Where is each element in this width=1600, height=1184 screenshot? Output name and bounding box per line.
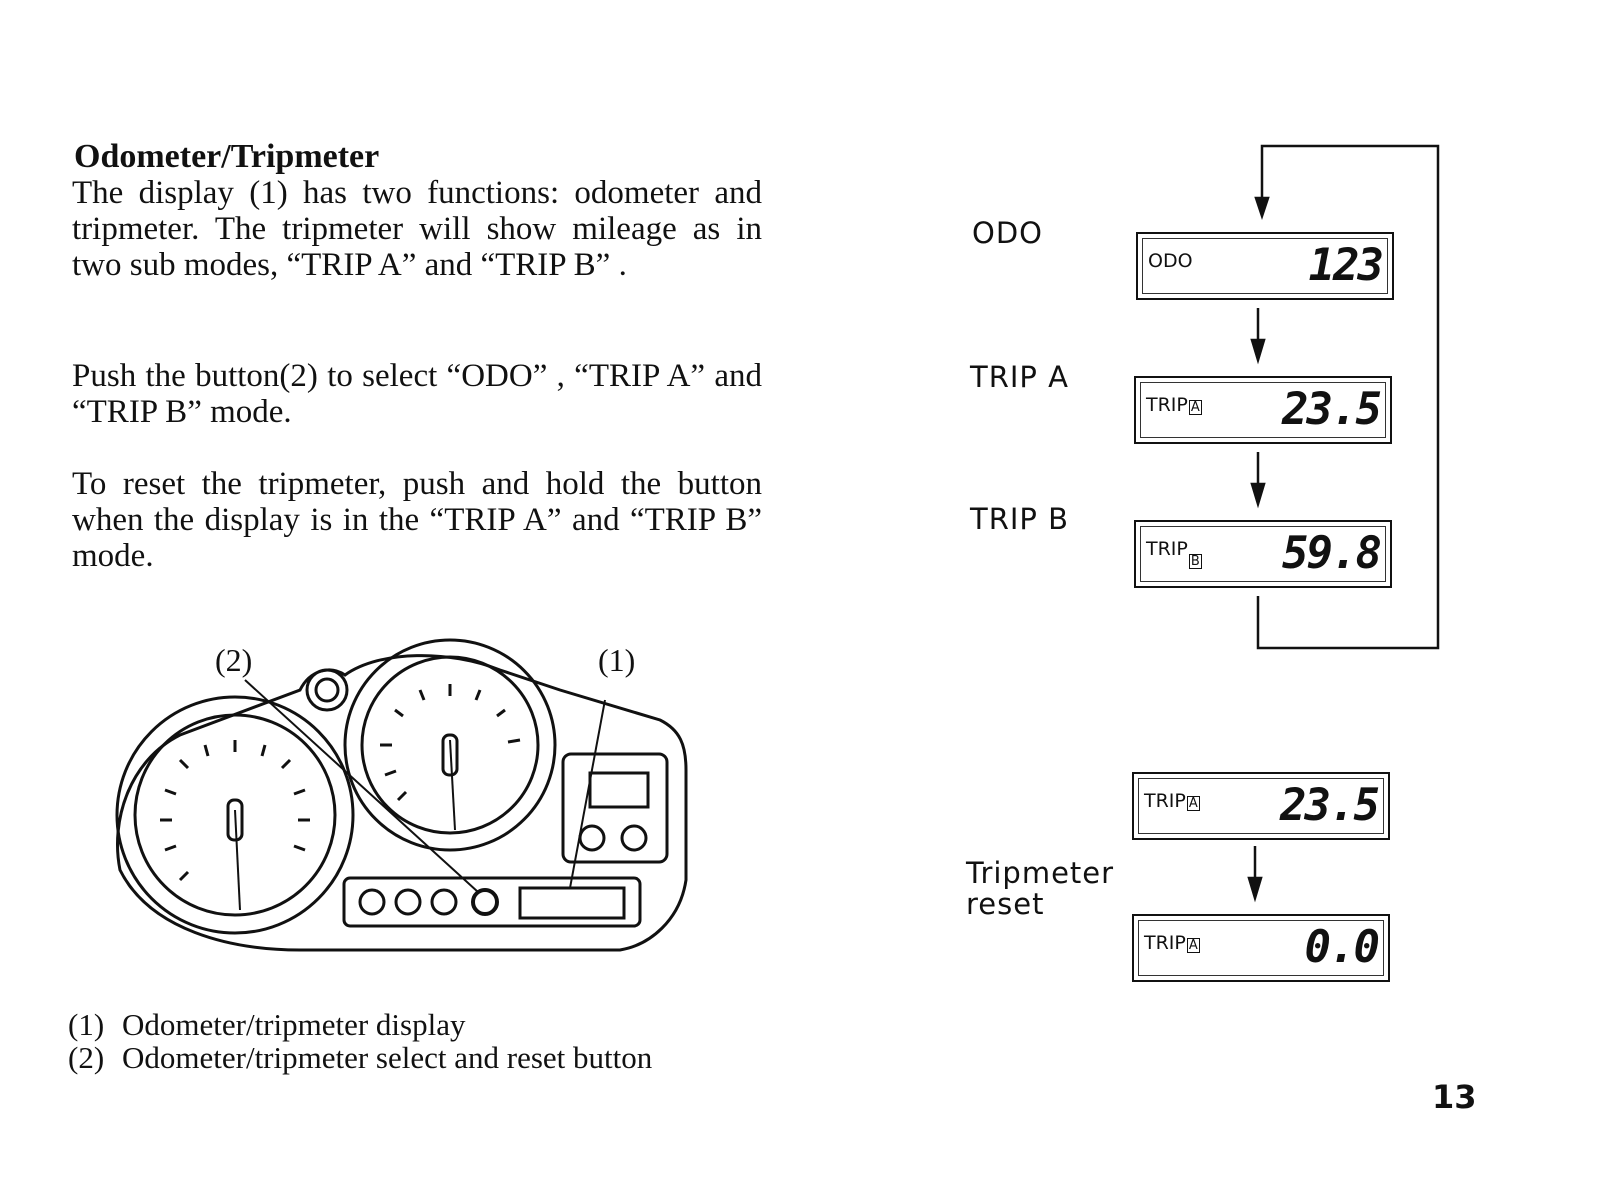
callout-2: (2)	[215, 642, 253, 678]
lcd-odo-value: 123	[1308, 240, 1384, 291]
lcd-odo: ODO 123	[1136, 232, 1394, 300]
lcd-reset-before-value: 23.5	[1280, 780, 1380, 831]
caption-2: (2) Odometer/tripmeter select and reset b…	[68, 1041, 652, 1074]
page-number: 13	[1432, 1078, 1477, 1116]
lcd-trip-b-value: 59.8	[1282, 528, 1382, 579]
lcd-trip-b-mode: TRIPB	[1146, 538, 1202, 569]
lcd-odo-mode: ODO	[1148, 250, 1193, 272]
lcd-trip-a-value: 23.5	[1282, 384, 1382, 435]
callout-leaders	[244, 679, 606, 893]
lcd-trip-b: TRIPB 59.8	[1134, 520, 1392, 588]
section-heading: Odometer/Tripmeter	[74, 138, 380, 175]
caption-2-number: (2)	[68, 1040, 105, 1075]
label-trip-a: TRIP A	[970, 360, 1069, 394]
instrument-cluster-illustration	[115, 638, 688, 952]
paragraph-select: Push the button(2) to select “ODO” , “TR…	[72, 358, 762, 430]
mode-cycle-flow	[1247, 144, 1440, 903]
caption-1-text: Odometer/tripmeter display	[122, 1007, 466, 1042]
lcd-reset-after-value: 0.0	[1304, 922, 1380, 973]
caption-1-number: (1)	[68, 1007, 105, 1042]
gauge-ticks	[160, 684, 521, 882]
paragraph-reset: To reset the tripmeter, push and hold th…	[72, 466, 762, 574]
callout-1: (1)	[598, 642, 636, 678]
label-trip-b: TRIP B	[970, 502, 1070, 536]
paragraph-functions: The display (1) has two functions: odome…	[72, 175, 762, 283]
label-odo: ODO	[972, 216, 1043, 250]
caption-1: (1) Odometer/tripmeter display	[68, 1008, 465, 1041]
caption-2-text: Odometer/tripmeter select and reset butt…	[122, 1040, 653, 1075]
label-tripmeter-reset: Tripmeter reset	[966, 856, 1115, 921]
